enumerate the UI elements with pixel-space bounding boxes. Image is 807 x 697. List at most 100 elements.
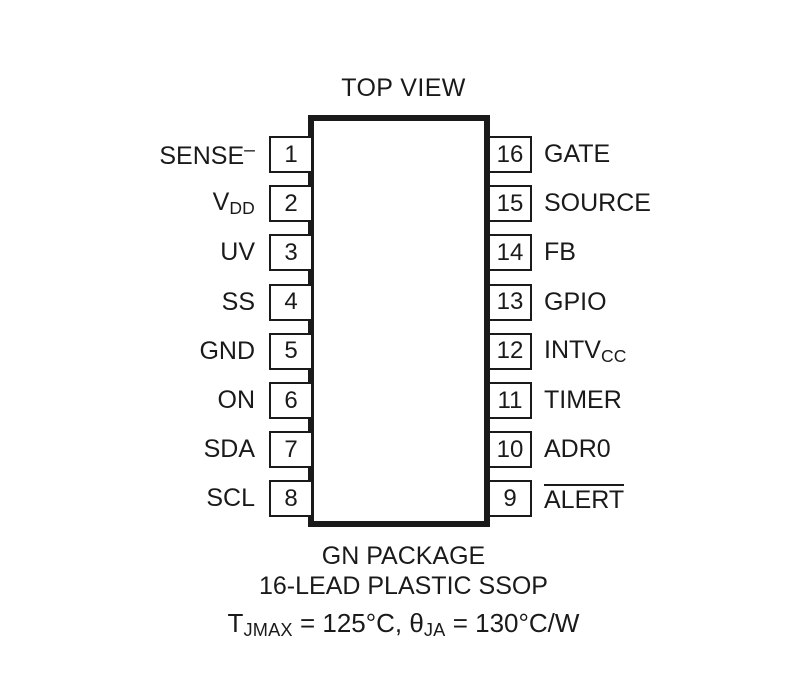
pin-row-5: GND 5 — [60, 332, 313, 370]
pin-number: 14 — [496, 238, 524, 266]
label-text: SCL — [206, 484, 255, 512]
pin-label-7: SDA — [204, 437, 269, 462]
label-text: GPIO — [544, 288, 607, 316]
label-text: SS — [222, 288, 255, 316]
label-main: ALERT — [544, 486, 625, 515]
pin-number: 6 — [284, 386, 298, 414]
pin-label-5: GND — [199, 337, 269, 365]
pin-number: 15 — [496, 189, 524, 217]
label-text: SENSE– — [159, 140, 255, 170]
label-superscript: – — [244, 138, 255, 161]
pin-label-11: TIMER — [532, 388, 622, 413]
pin-label-10: ADR0 — [532, 437, 611, 462]
label-main: SDA — [203, 435, 255, 464]
pin-row-15: 15 SOURCE — [488, 185, 788, 223]
label-main: V — [212, 188, 230, 217]
ic-package-body — [308, 115, 490, 527]
pin-box-5: 5 — [269, 332, 313, 370]
pin-box-2: 2 — [269, 185, 313, 223]
pin-number: 3 — [284, 238, 298, 266]
pin-label-3: UV — [220, 240, 269, 265]
label-text: INTVCC — [544, 336, 627, 364]
pin-row-9: 9 ALERT — [488, 480, 788, 518]
pin-label-15: SOURCE — [532, 191, 651, 216]
label-text: VDD — [212, 188, 255, 218]
top-view-title: TOP VIEW — [341, 74, 466, 102]
pin-box-13: 13 — [488, 283, 532, 321]
pin-number: 5 — [284, 337, 298, 365]
label-main: FB — [544, 238, 576, 267]
pin-box-6: 6 — [269, 382, 313, 419]
pin-row-4: SS 4 — [60, 283, 313, 321]
tjmax-subscript: JMAX — [243, 620, 293, 640]
pin-row-2: VDD 2 — [60, 185, 313, 223]
tjmax-value: = 125°C, — [292, 608, 410, 638]
pin-box-15: 15 — [488, 185, 532, 223]
pin-number: 2 — [284, 189, 298, 217]
pin-row-7: SDA 7 — [60, 431, 313, 469]
tjmax-symbol: T — [227, 608, 244, 638]
pin-box-10: 10 — [488, 431, 532, 469]
pin-box-14: 14 — [488, 234, 532, 272]
pin-box-11: 11 — [488, 382, 532, 419]
pin-row-10: 10 ADR0 — [488, 431, 788, 469]
active-low-label: ALERT — [544, 484, 625, 515]
theta-subscript: JA — [423, 620, 446, 640]
thermal-spec: TJMAX = 125°C, θJA = 130°C/W — [0, 608, 807, 641]
pin-box-9: 9 — [488, 480, 532, 518]
pin-label-13: GPIO — [532, 288, 607, 316]
pin-number: 9 — [503, 484, 517, 512]
pin-number: 1 — [284, 140, 298, 168]
pin-row-16: 16 GATE — [488, 136, 788, 173]
theta-symbol: θ — [409, 608, 424, 638]
label-text: UV — [220, 238, 255, 266]
label-main: GATE — [544, 140, 611, 168]
label-text: ON — [218, 386, 256, 414]
label-text: SDA — [204, 435, 255, 463]
pin-number: 16 — [496, 140, 524, 168]
label-text: GATE — [544, 140, 610, 168]
pin-box-12: 12 — [488, 332, 532, 370]
pin-number: 10 — [496, 435, 524, 463]
label-main: TIMER — [544, 386, 622, 414]
pin-label-9: ALERT — [532, 484, 625, 515]
label-main: UV — [220, 238, 255, 267]
label-main: SOURCE — [544, 189, 651, 218]
label-main: SENSE — [159, 141, 245, 170]
package-description: 16-LEAD PLASTIC SSOP — [258, 572, 548, 600]
pin-row-13: 13 GPIO — [488, 283, 788, 321]
pin-number: 7 — [284, 435, 298, 463]
label-main: INTV — [544, 335, 601, 364]
pin-row-12: 12 INTVCC — [488, 332, 788, 370]
pin-row-14: 14 FB — [488, 234, 788, 272]
pin-label-16: GATE — [532, 142, 610, 167]
pin-row-1: SENSE– 1 — [60, 136, 313, 173]
pin-label-12: INTVCC — [532, 336, 627, 365]
label-text: TIMER — [544, 386, 622, 414]
pin-number: 4 — [284, 288, 298, 316]
pin-row-6: ON 6 — [60, 382, 313, 419]
label-text: GND — [199, 337, 255, 365]
label-text: ADR0 — [544, 435, 611, 463]
label-main: GND — [199, 336, 255, 365]
label-subscript: DD — [229, 197, 255, 218]
label-text: FB — [544, 238, 576, 266]
pin-row-3: UV 3 — [60, 234, 313, 272]
label-main: SS — [221, 287, 255, 316]
pin-label-14: FB — [532, 240, 576, 265]
pin-box-4: 4 — [269, 283, 313, 321]
pin-row-8: SCL 8 — [60, 480, 313, 518]
label-main: ADR0 — [544, 435, 611, 464]
package-name: GN PACKAGE — [321, 542, 486, 570]
label-main: ON — [217, 386, 256, 414]
pin-number: 8 — [284, 484, 298, 512]
pin-number: 12 — [496, 337, 524, 365]
label-subscript: CC — [600, 345, 627, 366]
theta-value: = 130°C/W — [445, 608, 580, 638]
pin-number: 13 — [496, 288, 524, 316]
pin-label-1: SENSE– — [159, 140, 269, 168]
pin-label-2: VDD — [213, 190, 269, 217]
pin-number: 11 — [497, 386, 523, 414]
pin-box-16: 16 — [488, 136, 532, 173]
